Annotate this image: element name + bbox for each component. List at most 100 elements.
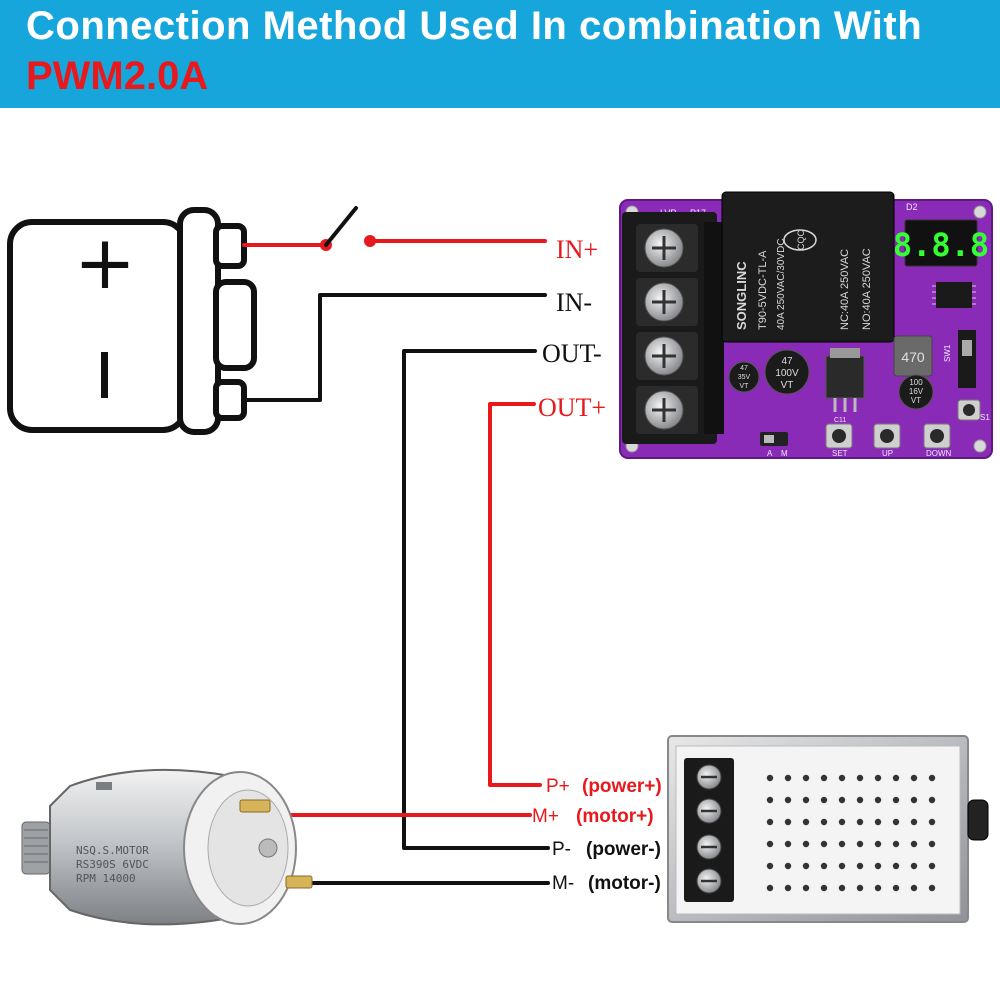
motor-label-1: NSQ.S.MOTOR <box>76 844 149 857</box>
silk-up: UP <box>882 449 893 458</box>
vent-hole <box>838 774 846 782</box>
vent-hole <box>802 774 810 782</box>
silk-sw1: SW1 <box>943 344 952 362</box>
cap-large-text: 100V <box>775 368 799 379</box>
cap-right-text: VT <box>911 396 921 405</box>
silk-m: M <box>781 449 788 458</box>
vent-hole <box>856 774 864 782</box>
battery-terminal-middle <box>213 279 257 371</box>
vent-hole <box>910 818 918 826</box>
vent-hole <box>784 796 792 804</box>
pwm-terminal-block <box>684 758 734 902</box>
battery-terminal-positive <box>213 223 247 269</box>
terminal-screws <box>636 224 698 434</box>
relay-no: NO:40A 250VAC <box>861 248 873 330</box>
vent-holes <box>766 774 936 892</box>
relay-module <box>721 191 895 343</box>
label-p-plus: P+ <box>546 776 570 797</box>
pwm-labels: P+ (power+) M+ (motor+) P- (power-) M- (… <box>532 776 662 894</box>
dc-motor: NSQ.S.MOTOR RS390S 6VDC RPM 14000 <box>21 768 313 926</box>
vent-hole <box>892 884 900 892</box>
vent-hole <box>784 862 792 870</box>
cap-large-text: VT <box>781 380 794 391</box>
vent-hole <box>820 862 828 870</box>
vent-hole <box>856 796 864 804</box>
vent-hole <box>802 796 810 804</box>
vent-hole <box>892 796 900 804</box>
battery-plus-symbol: + <box>74 220 136 306</box>
vent-hole <box>820 840 828 848</box>
relay-brand: SONGLINC <box>734 261 749 330</box>
battery-terminal-negative <box>213 379 247 421</box>
vent-hole <box>892 818 900 826</box>
label-out-plus: OUT+ <box>538 393 606 422</box>
vent-hole <box>856 840 864 848</box>
title-banner: Connection Method Used In combination Wi… <box>0 0 1000 108</box>
relay-cert: CQC <box>796 230 806 251</box>
vent-hole <box>856 818 864 826</box>
silk-s1: S1 <box>980 413 990 422</box>
label-m-plus: M+ <box>532 806 559 827</box>
relay-rating: 40A 250VAC/30VDC <box>776 238 787 330</box>
wire-out-minus-to-p-minus <box>402 349 550 850</box>
switch-lever <box>324 206 358 247</box>
vent-hole <box>784 774 792 782</box>
label-p-minus: P- <box>552 839 571 860</box>
capacitor-right <box>898 374 934 410</box>
relay-nc: NC:40A 250VAC <box>839 249 851 330</box>
speed-knob <box>967 799 989 841</box>
cap-large-text: 47 <box>781 356 793 367</box>
voltage-regulator <box>825 355 865 399</box>
vent-hole <box>802 818 810 826</box>
label-p-plus-desc: (power+) <box>582 776 662 797</box>
cap-right-text: 100 <box>909 378 923 387</box>
vent-hole <box>910 862 918 870</box>
relay-board: LVP P17 S2 D2 SONGLI <box>619 191 993 459</box>
cap-small-text: 47 <box>740 365 748 372</box>
cap-small-text: 35V <box>738 374 751 381</box>
relay-model: T90-5VDC-TL-A <box>757 250 769 330</box>
cap-right-text: 16V <box>909 387 924 396</box>
vent-hole <box>928 818 936 826</box>
motor-label-3: RPM 14000 <box>76 872 136 885</box>
battery-cap <box>177 207 221 435</box>
silk-d2: D2 <box>906 202 918 212</box>
vent-hole <box>910 884 918 892</box>
cap-small-text: VT <box>740 383 750 390</box>
capacitor-small <box>728 361 760 393</box>
vent-hole <box>820 818 828 826</box>
label-in-plus: IN+ <box>556 235 598 264</box>
battery: + <box>7 207 257 435</box>
vent-hole <box>784 840 792 848</box>
vent-hole <box>910 840 918 848</box>
vent-hole <box>874 818 882 826</box>
slide-switch <box>958 330 976 388</box>
title-line-2: PWM2.0A <box>26 54 209 98</box>
label-m-minus-desc: (motor-) <box>588 873 661 894</box>
vent-hole <box>820 884 828 892</box>
vent-hole <box>766 884 774 892</box>
pwm-controller <box>667 735 989 923</box>
vent-hole <box>928 862 936 870</box>
label-p-minus-desc: (power-) <box>586 839 661 860</box>
motor-bearing <box>258 838 278 858</box>
vent-hole <box>766 840 774 848</box>
title-line-1: Connection Method Used In combination Wi… <box>26 4 923 48</box>
wire-in-minus <box>242 293 547 402</box>
vent-hole <box>784 818 792 826</box>
vent-hole <box>802 862 810 870</box>
vent-hole <box>874 774 882 782</box>
vent-hole <box>874 796 882 804</box>
vent-hole <box>838 884 846 892</box>
vent-hole <box>928 774 936 782</box>
vent-hole <box>802 840 810 848</box>
label-in-minus: IN- <box>556 288 592 317</box>
vent-hole <box>856 884 864 892</box>
vent-hole <box>838 818 846 826</box>
vent-hole <box>766 796 774 804</box>
silk-set: SET <box>832 449 848 458</box>
vent-hole <box>928 796 936 804</box>
vent-hole <box>910 774 918 782</box>
inductor-label: 470 <box>901 349 925 365</box>
